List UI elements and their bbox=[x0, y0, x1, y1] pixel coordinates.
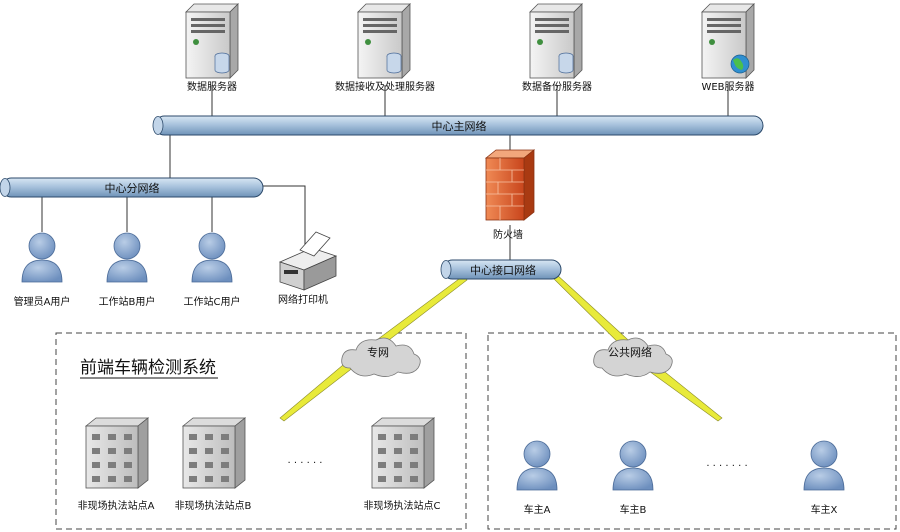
owner-b-label: 车主B bbox=[620, 503, 647, 516]
owner-x-label: 车主X bbox=[811, 503, 838, 516]
branch-network-bus: 中心分网络 bbox=[0, 177, 264, 198]
printer-icon bbox=[278, 231, 338, 291]
data-server: 数据服务器 bbox=[185, 3, 239, 93]
backup-server: 数据备份服务器 bbox=[522, 3, 592, 93]
person-icon bbox=[516, 440, 558, 491]
building-icon bbox=[182, 417, 246, 489]
user-admin-a-label: 管理员A用户 bbox=[14, 295, 71, 308]
interface-network-label: 中心接口网络 bbox=[470, 263, 536, 277]
person-icon bbox=[191, 232, 233, 283]
site-c-label: 非现场执法站点C bbox=[364, 499, 441, 512]
person-icon bbox=[803, 440, 845, 491]
site-a: 非现场执法站点A bbox=[78, 417, 155, 512]
private-network-cloud: 专网 bbox=[341, 337, 421, 377]
globe-icon bbox=[730, 54, 750, 74]
front-system-title: 前端车辆检测系统 bbox=[80, 358, 216, 378]
user-workstation-c: 工作站C用户 bbox=[184, 232, 241, 308]
backup-server-label: 数据备份服务器 bbox=[522, 80, 592, 93]
front-system-box bbox=[55, 332, 467, 530]
network-printer: 网络打印机 bbox=[278, 231, 338, 306]
branch-network-label: 中心分网络 bbox=[105, 181, 160, 195]
owner-x: 车主X bbox=[803, 440, 845, 516]
connector-lines bbox=[41, 85, 729, 260]
firewall-icon bbox=[484, 149, 536, 221]
person-icon bbox=[612, 440, 654, 491]
user-workstation-b: 工作站B用户 bbox=[99, 232, 156, 308]
sites-ellipsis: · · · · · · bbox=[288, 458, 323, 469]
building-icon bbox=[371, 417, 435, 489]
web-server-label: WEB服务器 bbox=[701, 80, 754, 93]
receive-process-server-label: 数据接收及处理服务器 bbox=[335, 80, 435, 93]
site-c: 非现场执法站点C bbox=[364, 417, 441, 512]
network-printer-label: 网络打印机 bbox=[278, 293, 328, 306]
owners-ellipsis: · · · · · · · bbox=[706, 461, 747, 472]
owner-a-label: 车主A bbox=[524, 503, 551, 516]
owner-a: 车主A bbox=[516, 440, 558, 516]
person-icon bbox=[21, 232, 63, 283]
user-workstation-b-label: 工作站B用户 bbox=[99, 295, 156, 308]
site-b: 非现场执法站点B bbox=[175, 417, 252, 512]
web-server: WEB服务器 bbox=[701, 3, 755, 93]
site-b-label: 非现场执法站点B bbox=[175, 499, 252, 512]
user-workstation-c-label: 工作站C用户 bbox=[184, 295, 241, 308]
building-icon bbox=[85, 417, 149, 489]
firewall-label: 防火墙 bbox=[493, 228, 523, 241]
receive-process-server: 数据接收及处理服务器 bbox=[335, 3, 435, 93]
site-a-label: 非现场执法站点A bbox=[78, 499, 155, 512]
main-network-bus: 中心主网络 bbox=[152, 115, 764, 136]
public-network-cloud: 公共网络 bbox=[593, 337, 673, 377]
interface-network-bus: 中心接口网络 bbox=[440, 259, 562, 280]
firewall: 防火墙 bbox=[484, 149, 536, 241]
database-icon bbox=[214, 52, 230, 74]
owners-box bbox=[487, 332, 897, 530]
database-icon bbox=[386, 52, 402, 74]
user-admin-a: 管理员A用户 bbox=[14, 232, 71, 308]
public-network-label: 公共网络 bbox=[608, 345, 652, 359]
person-icon bbox=[106, 232, 148, 283]
private-network-label: 专网 bbox=[367, 345, 389, 359]
data-server-label: 数据服务器 bbox=[187, 80, 237, 93]
database-icon bbox=[558, 52, 574, 74]
main-network-label: 中心主网络 bbox=[432, 119, 487, 133]
owner-b: 车主B bbox=[612, 440, 654, 516]
